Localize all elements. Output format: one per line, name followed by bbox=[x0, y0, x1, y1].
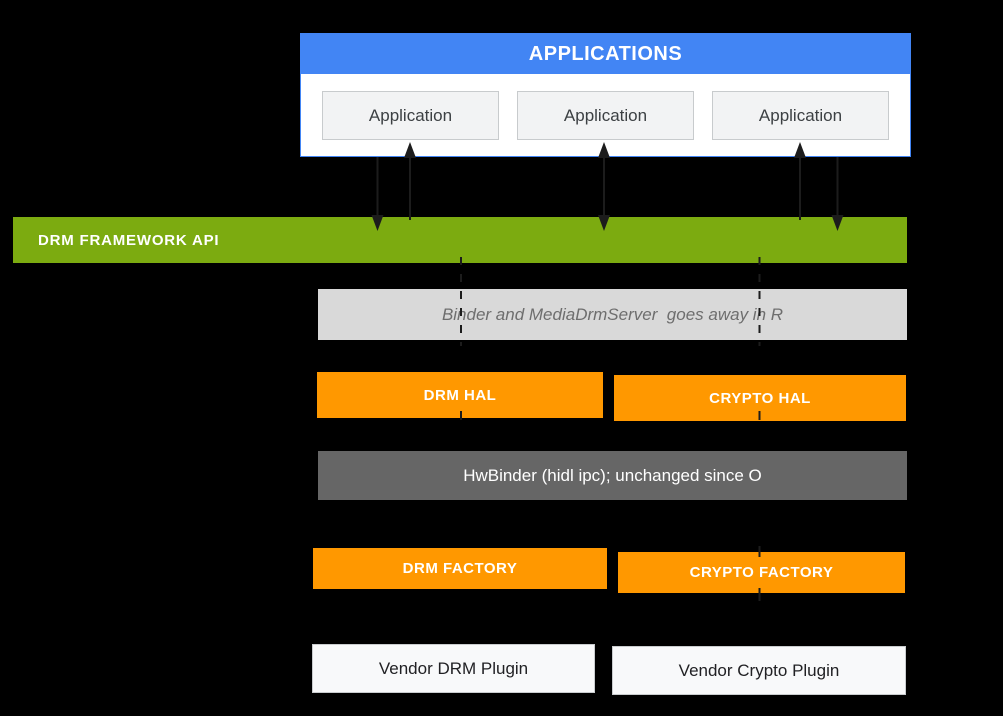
applications-panel: APPLICATIONS Application Application App… bbox=[300, 33, 911, 157]
binder-note-bar: Binder and MediaDrmServer goes away in R bbox=[318, 289, 907, 340]
hwbinder-bar: HwBinder (hidl ipc); unchanged since O bbox=[318, 451, 907, 500]
vendor-drm-plugin-box: Vendor DRM Plugin bbox=[312, 644, 595, 693]
application-box-2: Application bbox=[517, 91, 694, 140]
crypto-factory-box: CRYPTO FACTORY bbox=[618, 552, 905, 593]
vendor-crypto-plugin-box: Vendor Crypto Plugin bbox=[612, 646, 906, 695]
applications-header: APPLICATIONS bbox=[301, 34, 910, 74]
drm-factory-box: DRM FACTORY bbox=[313, 548, 607, 589]
application-box-3: Application bbox=[712, 91, 889, 140]
drm-hal-box: DRM HAL bbox=[317, 372, 603, 418]
crypto-hal-box: CRYPTO HAL bbox=[614, 375, 906, 421]
application-box-1: Application bbox=[322, 91, 499, 140]
drm-framework-api-bar: DRM FRAMEWORK API bbox=[13, 217, 907, 263]
